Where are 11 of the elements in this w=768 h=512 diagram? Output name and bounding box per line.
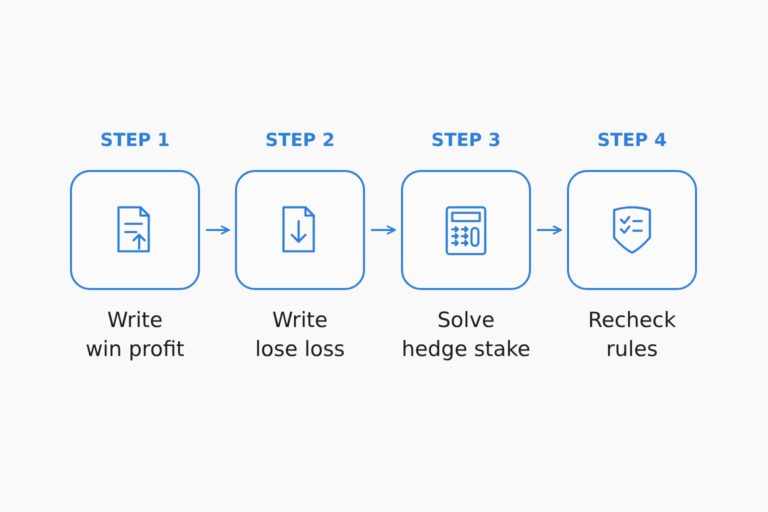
step-label: STEP 2 bbox=[265, 129, 335, 153]
arrow bbox=[537, 225, 562, 235]
step-label: STEP 1 bbox=[100, 129, 170, 153]
step-label: STEP 4 bbox=[597, 129, 667, 153]
step-caption: Write lose loss bbox=[254, 307, 346, 363]
step-caption: Write win profit bbox=[84, 307, 186, 363]
arrow bbox=[206, 225, 230, 235]
arrow bbox=[371, 225, 396, 235]
step-caption: Solve hedge stake bbox=[400, 307, 532, 363]
step-label: STEP 3 bbox=[431, 129, 501, 153]
step-caption: Recheck rules bbox=[586, 307, 678, 363]
